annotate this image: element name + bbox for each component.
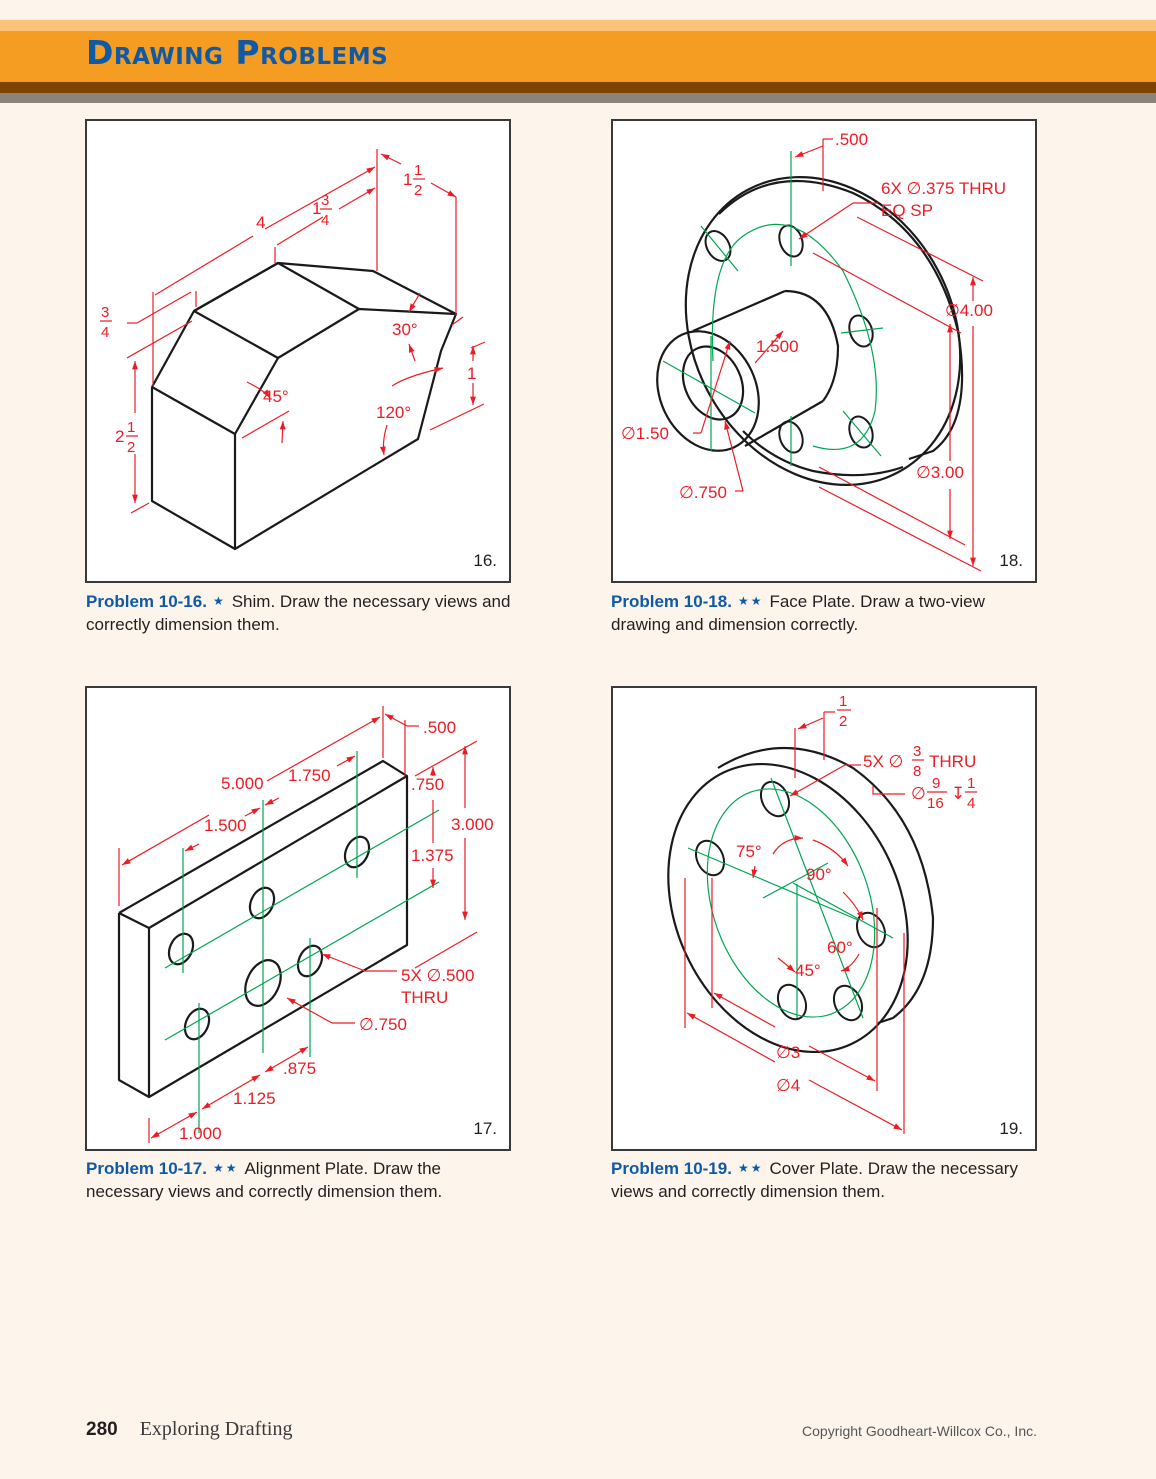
svg-text:3: 3 [913,743,921,760]
callout-cbore-symbol: ∅ [911,784,926,803]
dim-angle-120: 120° [376,403,411,422]
svg-text:8: 8 [913,763,921,780]
callout-holes-line2: EQ SP [881,201,933,220]
svg-text:16: 16 [927,795,944,812]
problem-text: Cover Plate. Draw the necessary views an… [611,1159,1018,1201]
dim-hole-offset-top: 1.500 [204,816,247,835]
dim-row-spacing: 1.375 [411,846,454,865]
alignment-plate-drawing: 5.000 1.750 1.500 .500 .750 3.000 1.375 … [117,706,494,1143]
dim-bottom-spacing-right: .875 [283,1059,316,1078]
face-plate-drawing: .500 6X ∅.375 THRU EQ SP ∅4.00 ∅3.00 1.5… [621,130,1006,572]
caption-problem-16: Problem 10-16. ★Shim. Draw the necessary … [86,590,516,636]
svg-text:4: 4 [967,795,975,812]
dim-bore-dia: ∅.750 [679,483,727,502]
callout-holes-prefix: 5X ∅ [863,752,903,771]
copyright: Copyright Goodheart-Willcox Co., Inc. [802,1423,1037,1439]
difficulty-star-icon: ★★ [212,1161,239,1175]
svg-text:3: 3 [321,192,329,209]
problem-label: Problem 10-19. [611,1159,732,1178]
figure-cover-plate: 1 2 5X ∅ 3 8 THRU ∅ 9 16 ↧ 1 4 75° 90° 6… [611,686,1037,1151]
dim-outer-dia: ∅4.00 [945,301,993,320]
difficulty-star-icon: ★★ [737,594,764,608]
dim-depth-whole: 1 [403,170,412,189]
dim-outer-dia: ∅4 [776,1076,800,1095]
problem-label: Problem 10-18. [611,592,732,611]
dim-bottom-offset-left: 1.000 [179,1124,222,1143]
callout-holes-line1: 5X ∅.500 [401,966,474,985]
dim-thickness-num: 1 [839,693,847,710]
callout-holes-line2: THRU [401,988,448,1007]
dim-length-4: 4 [256,213,265,232]
dim-angle-30: 30° [392,320,418,339]
dim-center-hole: ∅.750 [359,1015,407,1034]
problem-label: Problem 10-16. [86,592,207,611]
footer-left: 280 Exploring Drafting [86,1418,292,1441]
figure-number: 16. [473,551,497,570]
figure-number: 19. [999,1119,1023,1138]
dim-angle-60: 60° [827,938,853,957]
dim-angle-45: 45° [795,961,821,980]
figure-face-plate: .500 6X ∅.375 THRU EQ SP ∅4.00 ∅3.00 1.5… [611,119,1037,583]
caption-problem-17: Problem 10-17. ★★Alignment Plate. Draw th… [86,1157,516,1203]
svg-text:1: 1 [127,419,135,436]
svg-text:2: 2 [839,713,847,730]
problem-text: Face Plate. Draw a two-view drawing and … [611,592,985,634]
dim-bottom-spacing-mid: 1.125 [233,1089,276,1108]
dim-angle-45: 45° [263,387,289,406]
header-band-gray [0,93,1156,103]
svg-text:4: 4 [101,324,109,341]
svg-text:9: 9 [932,775,940,792]
svg-text:1: 1 [414,162,422,179]
callout-holes-suffix: THRU [929,752,976,771]
svg-text:1: 1 [967,775,975,792]
page-title: Drawing Problems [86,33,389,72]
page-number: 280 [86,1419,118,1440]
header-band-light [0,20,1156,31]
callout-holes-line1: 6X ∅.375 THRU [881,179,1006,198]
dim-thickness: .500 [423,718,456,737]
figure-number: 18. [999,551,1023,570]
dim-hole-spacing-top: 1.750 [288,766,331,785]
figure-alignment-plate: 5.000 1.750 1.500 .500 .750 3.000 1.375 … [85,686,511,1151]
cover-plate-drawing: 1 2 5X ∅ 3 8 THRU ∅ 9 16 ↧ 1 4 75° 90° 6… [667,693,977,1134]
caption-problem-19: Problem 10-19. ★★Cover Plate. Draw the ne… [611,1157,1041,1203]
dim-length: 5.000 [221,774,264,793]
dim-top-edge: .750 [411,775,444,794]
dim-angle-75: 75° [736,842,762,861]
shim-drawing: 4 1 3 4 1 1 2 3 4 2 1 2 1 45° 30° 120° [100,149,486,551]
figure-number: 17. [473,1119,497,1138]
difficulty-star-icon: ★★ [737,1161,764,1175]
dim-top-whole: 1 [312,199,321,218]
dim-bolt-circle: ∅3.00 [916,463,964,482]
svg-text:2: 2 [127,439,135,456]
problem-text: Alignment Plate. Draw the necessary view… [86,1159,443,1201]
problem-label: Problem 10-17. [86,1159,207,1178]
depth-symbol-icon: ↧ [951,784,965,803]
dim-height: 3.000 [451,815,494,834]
dim-hub-dia: ∅1.50 [621,424,669,443]
svg-text:4: 4 [321,212,329,229]
dim-hub-length: 1.500 [756,337,799,356]
dim-bolt-circle: ∅3 [776,1043,800,1062]
dim-height-whole: 2 [115,427,124,446]
book-title: Exploring Drafting [139,1418,293,1440]
caption-problem-18: Problem 10-18. ★★Face Plate. Draw a two-v… [611,590,1041,636]
figure-shim: 4 1 3 4 1 1 2 3 4 2 1 2 1 45° 30° 120° 1… [85,119,511,583]
dim-flange-thickness: .500 [835,130,868,149]
dim-angle-90: 90° [806,865,832,884]
difficulty-star-icon: ★ [212,594,226,608]
dim-right-height: 1 [467,364,476,383]
dim-left-step: 3 [101,304,109,321]
problem-text: Shim. Draw the necessary views and corre… [86,592,511,634]
header-band-brown [0,82,1156,93]
header-band-main [0,31,1156,82]
svg-text:2: 2 [414,182,422,199]
